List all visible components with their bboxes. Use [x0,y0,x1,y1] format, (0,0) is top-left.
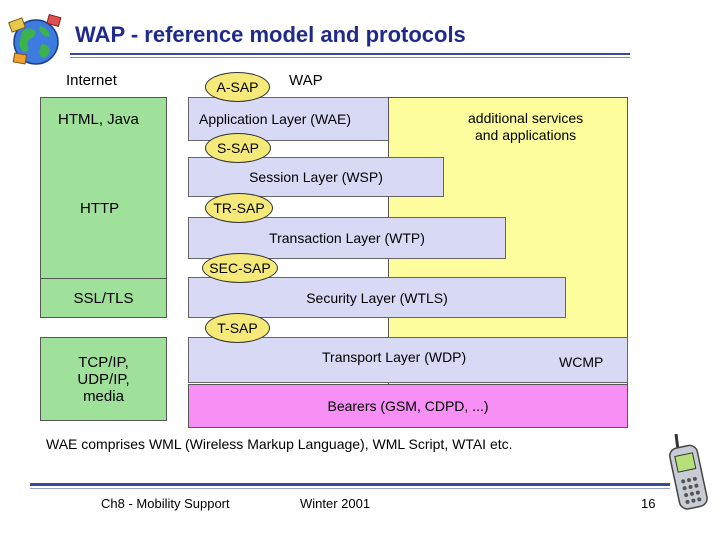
tr-sap-ellipse: TR-SAP [205,193,273,223]
globe-logo-icon [8,12,64,75]
security-layer: Security Layer (WTLS) [188,277,566,318]
footer-divider-thin [30,488,670,489]
html-java-label: HTML, Java [58,111,139,128]
http-label: HTTP [80,200,120,217]
footer-chapter: Ch8 - Mobility Support [101,496,230,511]
application-layer-label: Application Layer (WAE) [199,111,351,127]
additional-services-label: additional services and applications [468,110,584,143]
page-title: WAP - reference model and protocols [75,22,466,47]
transport-layer [188,337,628,383]
mobile-phone-icon [664,430,714,517]
s-sap-ellipse: S-SAP [205,133,271,163]
title-divider [70,53,630,55]
application-layer [188,97,388,141]
footer-page-number: 16 [641,496,656,511]
transport-layer-label: Transport Layer (WDP) [322,349,467,365]
a-sap-ellipse: A-SAP [205,72,270,102]
sec-sap-ellipse: SEC-SAP [202,253,278,283]
internet-header: Internet [66,72,117,89]
title-divider-thin [70,57,630,58]
session-layer: Session Layer (WSP) [188,157,444,197]
wcmp-label: WCMP [559,354,604,370]
footer-divider [30,483,670,486]
wae-note: WAE comprises WML (Wireless Markup Langu… [46,436,513,452]
t-sap-ellipse: T-SAP [205,313,270,343]
bearers-layer: Bearers (GSM, CDPD, ...) [188,384,628,428]
internet-upper-stack-box [40,97,167,280]
footer-date: Winter 2001 [300,496,371,511]
transaction-layer: Transaction Layer (WTP) [188,217,506,259]
tcp-udp-box: TCP/IP, UDP/IP, media [40,337,167,421]
ssl-tls-box: SSL/TLS [40,278,167,318]
wap-header: WAP [289,72,323,89]
